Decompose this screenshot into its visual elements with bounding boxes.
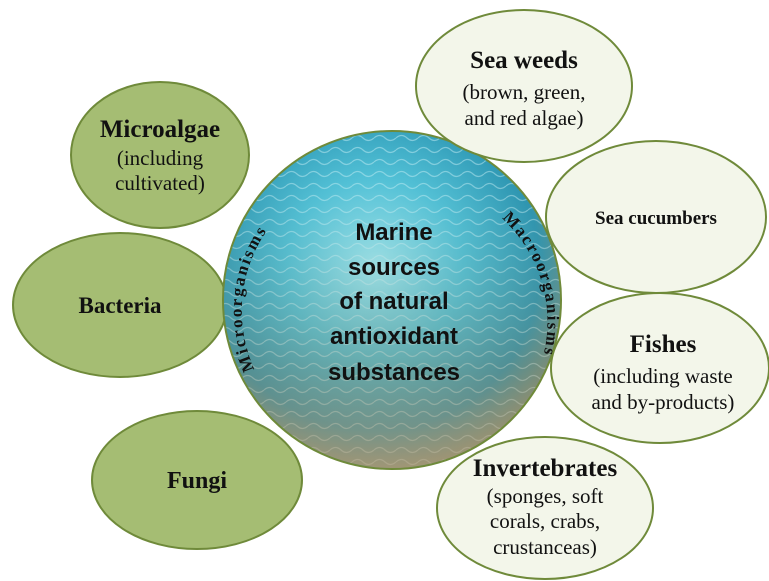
bubble-seacucumbers: Sea cucumbers	[546, 141, 766, 293]
center-line-5: substances	[328, 359, 460, 386]
bubble-seacucumbers-title: Sea cucumbers	[595, 208, 717, 229]
bubble-fungi: Fungi	[92, 411, 302, 549]
center-line-4: antioxidant	[330, 323, 458, 350]
bubble-fishes-title: Fishes	[630, 331, 697, 358]
bubble-fungi-title: Fungi	[167, 468, 227, 494]
bubble-invertebrates-title: Invertebrates	[473, 455, 618, 482]
center-line-3: of natural	[339, 288, 448, 315]
bubble-invertebrates-sub-2: corals, crabs,	[490, 509, 600, 533]
center-circle: Marine sources of natural antioxidant su…	[223, 131, 563, 469]
bubble-microalgae-title: Microalgae	[100, 116, 220, 143]
bubble-microalgae-sub-1: (including	[117, 146, 204, 170]
bubble-invertebrates: Invertebrates (sponges, soft corals, cra…	[437, 437, 653, 579]
center-line-1: Marine	[355, 219, 432, 246]
bubble-seaweeds: Sea weeds (brown, green, and red algae)	[416, 10, 632, 162]
center-line-2: sources	[348, 254, 440, 281]
bubble-seaweeds-sub-2: and red algae)	[465, 106, 584, 130]
bubble-bacteria-title: Bacteria	[78, 293, 162, 318]
bubble-microalgae: Microalgae (including cultivated)	[71, 82, 249, 228]
bubble-seaweeds-sub-1: (brown, green,	[462, 80, 585, 104]
bubble-fishes-sub-2: and by-products)	[592, 390, 735, 414]
bubble-invertebrates-sub-1: (sponges, soft	[487, 484, 604, 508]
bubble-invertebrates-sub-3: crustanceas)	[493, 535, 597, 559]
bubble-seaweeds-title: Sea weeds	[470, 47, 578, 74]
bubble-fishes-sub-1: (including waste	[593, 364, 732, 388]
bubble-fishes: Fishes (including waste and by-products)	[551, 293, 769, 443]
bubble-microalgae-sub-2: cultivated)	[115, 171, 205, 195]
bubble-bacteria: Bacteria	[13, 233, 227, 377]
